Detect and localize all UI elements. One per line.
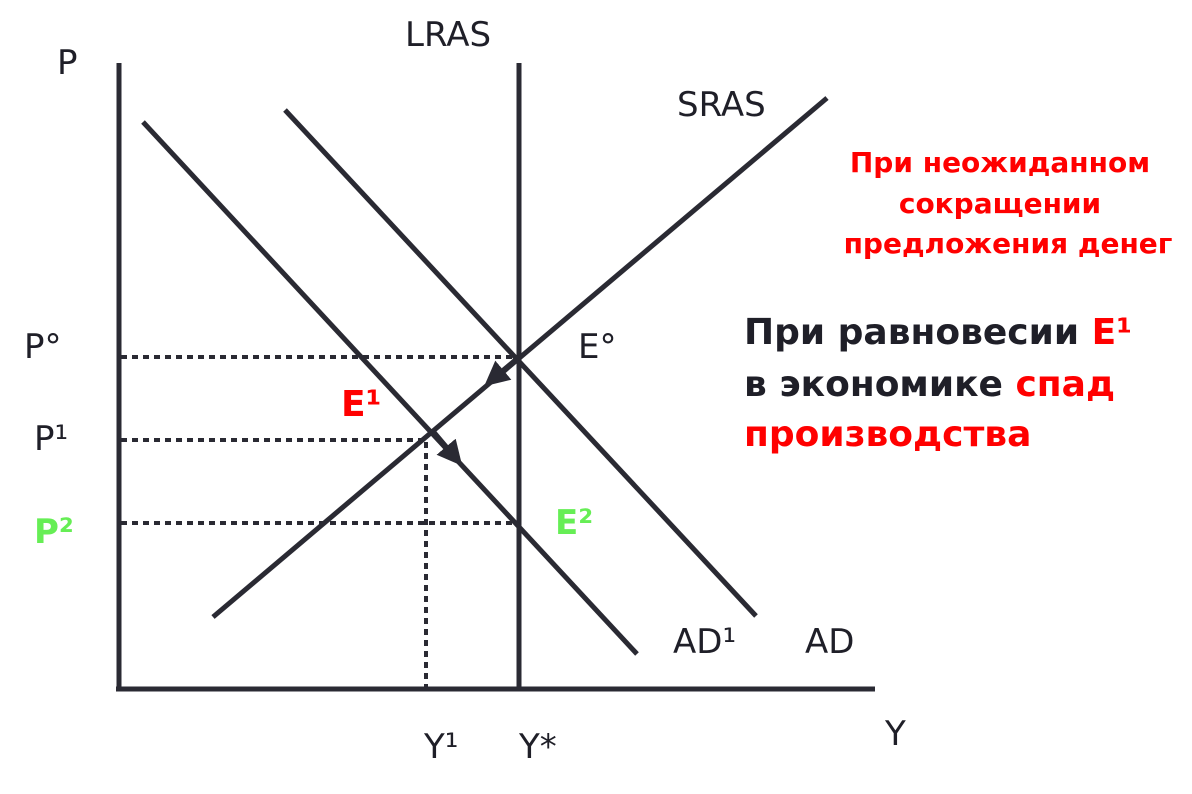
ad-label: AD [805,622,854,662]
p2-label: P² [34,512,74,552]
e0-label: E° [578,327,616,367]
note-main-line1: При равновесии E¹ [744,312,1132,353]
ad-line [283,108,758,618]
lras-label: LRAS [405,15,491,55]
ystar-label: Y* [518,727,557,767]
note-red-line2: сокращении [899,187,1101,220]
note-red-line3: предложения денег [844,227,1173,260]
ad1-line [141,120,639,656]
y1-label: Y¹ [423,727,458,767]
note-main-line2-highlight: спад [1015,364,1115,405]
e1-label: E¹ [341,384,381,425]
ad1-label: AD¹ [673,622,736,662]
p0-label: P° [24,327,62,367]
x-axis-label: Y [884,714,906,754]
note-main-line3: производства [744,414,1031,455]
note-main-line1-text: При равновесии [744,312,1092,353]
note-red-line1: При неожиданном [850,146,1150,179]
p1-label: P¹ [34,419,68,459]
note-main-line1-highlight: E¹ [1092,312,1132,353]
y-axis-label: P [57,43,78,83]
sras-line [211,96,829,619]
arrow-along-sras [484,355,521,387]
note-main-line2: в экономике спад [744,364,1115,405]
note-main-line2-text: в экономике [744,364,1015,405]
sras-label: SRAS [677,85,766,125]
arrow-along-ad1 [430,428,463,466]
e2-label: E² [555,503,593,543]
